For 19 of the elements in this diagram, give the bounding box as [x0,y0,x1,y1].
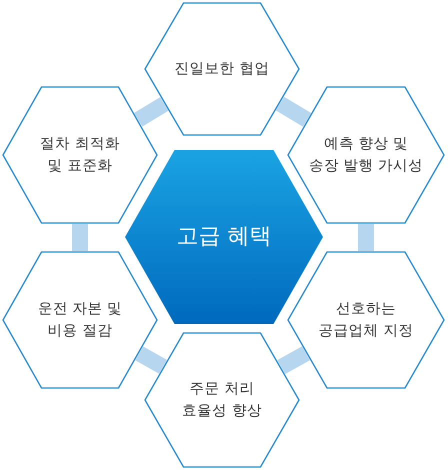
hexagon [287,251,445,389]
connector-band [72,224,88,251]
hexagon [2,251,158,389]
benefit-label: 주문 처리 효율성 향상 [182,380,262,421]
connector-band [134,97,168,127]
benefit-label: 예측 향상 및 송장 발행 가시성 [308,134,424,176]
hexagon [144,332,300,468]
benefit-label: 진일보한 협업 [174,60,270,79]
connector-band [276,96,312,127]
benefit-label: 선호하는 공급업체 지정 [318,300,414,341]
hexagon [2,86,158,224]
hexagon [287,86,445,224]
benefit-label: 운전 자본 및 비용 절감 [38,300,122,341]
connector-band [358,224,374,251]
connector-band [135,346,167,374]
benefit-label: 절차 최적화 및 표준화 [40,134,120,176]
center-title: 고급 혜택 [176,222,272,251]
hexagon [144,2,300,136]
connector-band [277,346,310,374]
